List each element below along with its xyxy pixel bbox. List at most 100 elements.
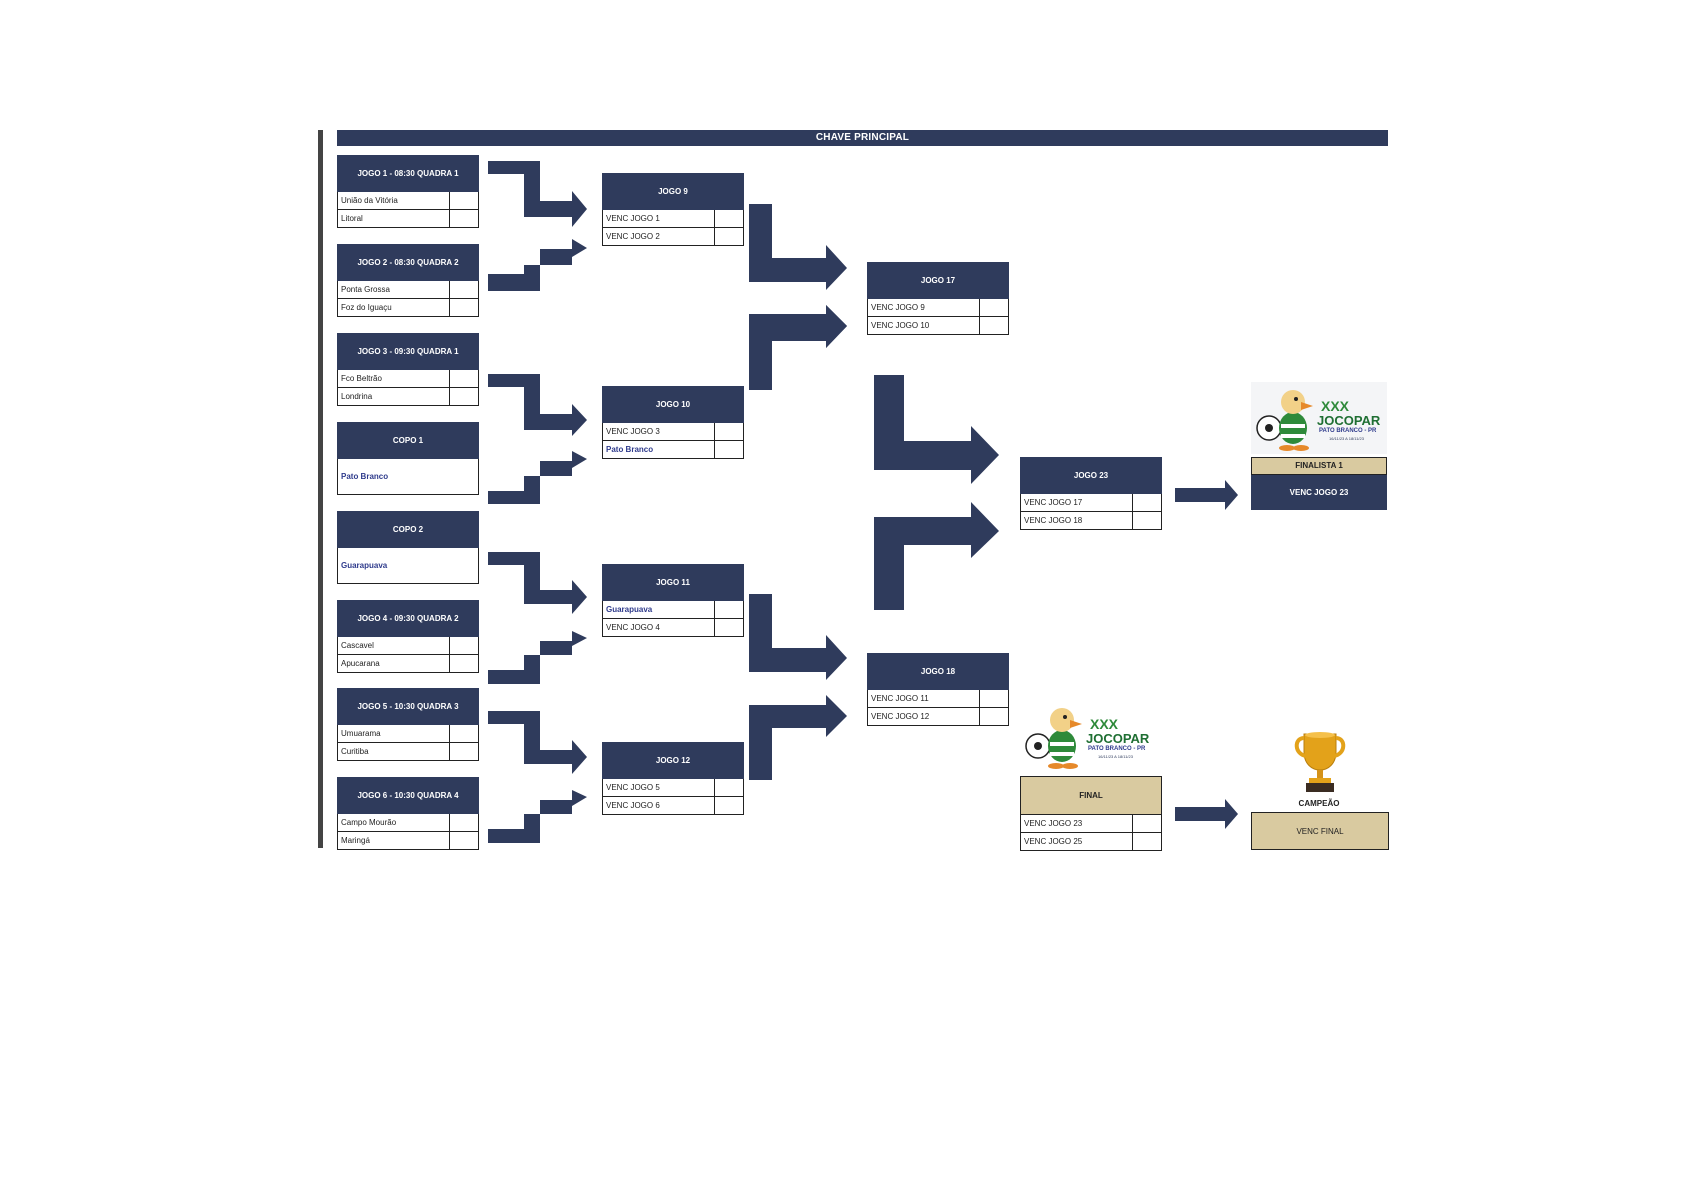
jocopar-logo: XXX JOCOPAR PATO BRANCO - PR 16/11/23 A … bbox=[1020, 700, 1156, 772]
team-row: Londrina bbox=[337, 388, 479, 406]
game-header: JOGO 2 - 08:30 QUADRA 2 bbox=[337, 244, 479, 281]
team-name: Foz do Iguaçu bbox=[338, 299, 450, 316]
connector-arrow bbox=[749, 204, 847, 290]
team-row: Umuarama bbox=[337, 725, 479, 743]
team-row: Cascavel bbox=[337, 637, 479, 655]
team-row: VENC JOGO 2 bbox=[602, 228, 744, 246]
connector-arrow bbox=[874, 375, 999, 484]
bracket-title: CHAVE PRINCIPAL bbox=[337, 130, 1388, 146]
finalist-value: VENC JOGO 23 bbox=[1251, 475, 1387, 510]
team-row: VENC JOGO 6 bbox=[602, 797, 744, 815]
team-name: União da Vitória bbox=[338, 192, 450, 209]
game-header: JOGO 18 bbox=[867, 653, 1009, 690]
final-game: FINAL VENC JOGO 23 VENC JOGO 25 bbox=[1020, 776, 1162, 851]
team-name: Maringá bbox=[338, 832, 450, 849]
game-11: JOGO 11 Guarapuava VENC JOGO 4 bbox=[602, 564, 744, 637]
copo-team: Guarapuava bbox=[337, 548, 479, 584]
logo-dates: 16/11/23 A 18/11/23 bbox=[1329, 436, 1364, 441]
logo-jocopar: JOCOPAR bbox=[1317, 413, 1381, 428]
team-row: Campo Mourão bbox=[337, 814, 479, 832]
copo-2: COPO 2 Guarapuava bbox=[337, 511, 479, 584]
team-name: Campo Mourão bbox=[338, 814, 450, 831]
team-row: União da Vitória bbox=[337, 192, 479, 210]
team-name: Cascavel bbox=[338, 637, 450, 654]
logo-xxx: XXX bbox=[1321, 398, 1350, 414]
connector-arrow bbox=[874, 502, 999, 610]
team-name: Londrina bbox=[338, 388, 450, 405]
team-row: VENC JOGO 3 bbox=[602, 423, 744, 441]
team-row: Foz do Iguaçu bbox=[337, 299, 479, 317]
team-name: VENC JOGO 9 bbox=[868, 299, 980, 316]
game-header: JOGO 3 - 09:30 QUADRA 1 bbox=[337, 333, 479, 370]
team-name: VENC JOGO 12 bbox=[868, 708, 980, 725]
team-row: VENC JOGO 11 bbox=[867, 690, 1009, 708]
game-1: JOGO 1 - 08:30 QUADRA 1 União da Vitória… bbox=[337, 155, 479, 228]
team-name: VENC JOGO 5 bbox=[603, 779, 715, 796]
team-name: VENC JOGO 23 bbox=[1021, 815, 1133, 832]
champion-box: VENC FINAL bbox=[1251, 812, 1389, 850]
team-name: VENC JOGO 18 bbox=[1021, 512, 1133, 529]
copo-header: COPO 1 bbox=[337, 422, 479, 459]
team-name: VENC JOGO 2 bbox=[603, 228, 715, 245]
team-name: Guarapuava bbox=[603, 601, 715, 618]
team-name: VENC JOGO 11 bbox=[868, 690, 980, 707]
team-name: Litoral bbox=[338, 210, 450, 227]
trophy-icon bbox=[1294, 732, 1346, 792]
game-header: JOGO 17 bbox=[867, 262, 1009, 299]
team-name: Pato Branco bbox=[603, 441, 715, 458]
team-row: VENC JOGO 25 bbox=[1020, 833, 1162, 851]
connector-arrow bbox=[488, 374, 587, 436]
left-border-line bbox=[318, 130, 323, 848]
connector-arrow bbox=[749, 594, 847, 680]
team-row: Ponta Grossa bbox=[337, 281, 479, 299]
team-row: VENC JOGO 10 bbox=[867, 317, 1009, 335]
connector-arrow bbox=[488, 790, 587, 843]
connector-arrow bbox=[1175, 799, 1238, 829]
team-name: VENC JOGO 1 bbox=[603, 210, 715, 227]
connector-arrow bbox=[488, 552, 587, 614]
game-header: JOGO 1 - 08:30 QUADRA 1 bbox=[337, 155, 479, 192]
team-name: VENC JOGO 25 bbox=[1021, 833, 1133, 850]
team-name: Umuarama bbox=[338, 725, 450, 742]
game-2: JOGO 2 - 08:30 QUADRA 2 Ponta Grossa Foz… bbox=[337, 244, 479, 317]
duck-mascot-icon bbox=[1025, 708, 1082, 769]
game-header: JOGO 4 - 09:30 QUADRA 2 bbox=[337, 600, 479, 637]
team-row: Litoral bbox=[337, 210, 479, 228]
game-17: JOGO 17 VENC JOGO 9 VENC JOGO 10 bbox=[867, 262, 1009, 335]
connector-arrow bbox=[1175, 480, 1238, 510]
game-header: JOGO 11 bbox=[602, 564, 744, 601]
connector-arrow bbox=[488, 161, 587, 227]
team-row: Curitiba bbox=[337, 743, 479, 761]
logo-city: PATO BRANCO - PR bbox=[1319, 428, 1377, 434]
connector-arrow bbox=[488, 239, 587, 291]
logo-dates: 16/11/23 A 18/11/23 bbox=[1098, 754, 1133, 759]
final-header: FINAL bbox=[1020, 776, 1162, 815]
game-header: JOGO 5 - 10:30 QUADRA 3 bbox=[337, 688, 479, 725]
team-row: Guarapuava bbox=[602, 601, 744, 619]
copo-1: COPO 1 Pato Branco bbox=[337, 422, 479, 495]
game-6: JOGO 6 - 10:30 QUADRA 4 Campo Mourão Mar… bbox=[337, 777, 479, 850]
team-name: Curitiba bbox=[338, 743, 450, 760]
team-row: VENC JOGO 17 bbox=[1020, 494, 1162, 512]
team-name: VENC JOGO 17 bbox=[1021, 494, 1133, 511]
team-row: VENC JOGO 23 bbox=[1020, 815, 1162, 833]
connector-arrow bbox=[749, 305, 847, 390]
team-row: Pato Branco bbox=[602, 441, 744, 459]
game-header: JOGO 23 bbox=[1020, 457, 1162, 494]
jocopar-logo: XXX JOCOPAR PATO BRANCO - PR 16/11/23 A … bbox=[1251, 382, 1387, 454]
connector-arrow bbox=[488, 631, 587, 684]
team-name: VENC JOGO 4 bbox=[603, 619, 715, 636]
team-name: Fco Beltrão bbox=[338, 370, 450, 387]
team-row: VENC JOGO 12 bbox=[867, 708, 1009, 726]
game-18: JOGO 18 VENC JOGO 11 VENC JOGO 12 bbox=[867, 653, 1009, 726]
game-header: JOGO 6 - 10:30 QUADRA 4 bbox=[337, 777, 479, 814]
game-header: JOGO 9 bbox=[602, 173, 744, 210]
team-row: VENC JOGO 4 bbox=[602, 619, 744, 637]
game-5: JOGO 5 - 10:30 QUADRA 3 Umuarama Curitib… bbox=[337, 688, 479, 761]
team-name: Apucarana bbox=[338, 655, 450, 672]
game-header: JOGO 10 bbox=[602, 386, 744, 423]
champion-label: CAMPEÃO bbox=[1298, 799, 1340, 808]
finalist-label: FINALISTA 1 bbox=[1251, 457, 1387, 475]
game-9: JOGO 9 VENC JOGO 1 VENC JOGO 2 bbox=[602, 173, 744, 246]
connector-arrow bbox=[749, 695, 847, 780]
